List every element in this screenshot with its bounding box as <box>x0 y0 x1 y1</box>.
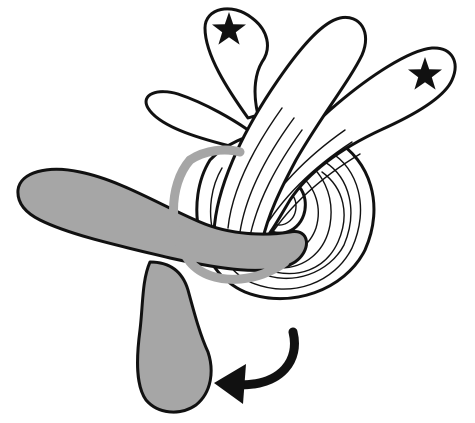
curved-arrow-head <box>214 364 246 404</box>
gray-loop-lower-arm <box>138 262 212 412</box>
curved-arrow-icon <box>240 332 294 385</box>
